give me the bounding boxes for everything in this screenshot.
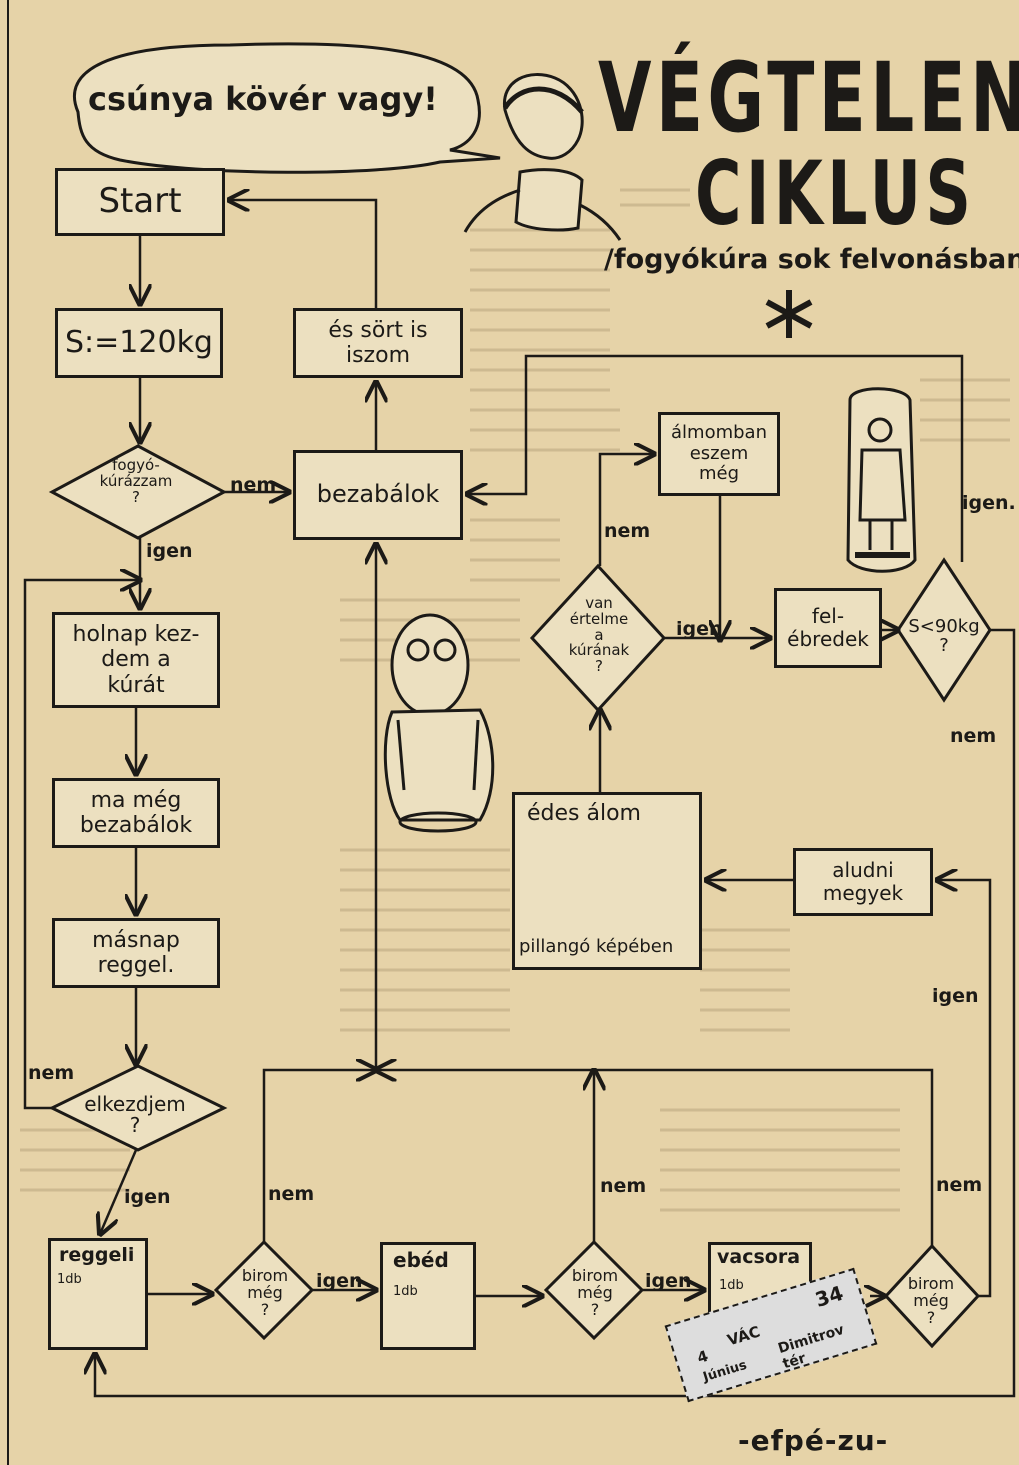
edge-s90-igen-up — [467, 354, 964, 562]
ticket-text-5: 34 — [812, 1280, 846, 1312]
asterisk-ornament — [765, 290, 813, 338]
decision-elkezdjem: elkezdjem ? — [84, 1092, 186, 1137]
chef-illustration — [383, 613, 495, 833]
title-line-1: VÉGTELEN — [598, 42, 1019, 154]
edge-label-igen-7: igen — [676, 618, 723, 640]
reggeli-label: reggeli — [59, 1244, 135, 1266]
edge-s90-nem-down — [95, 628, 1016, 1398]
edge-label-nem-7: nem — [604, 520, 651, 542]
vacsora-qty: 1db — [719, 1278, 744, 1293]
edge-label-nem-3: nem — [268, 1183, 315, 1205]
es-sort-box: és sört is iszom — [293, 308, 463, 378]
newsprint-background — [20, 188, 1010, 1212]
edge-label-nem-2: nem — [28, 1062, 75, 1084]
aludni-box: aludni megyek — [793, 848, 933, 916]
edge-label-nem-6: nem — [950, 725, 997, 747]
felebredek-box: fel- ébredek — [774, 588, 882, 668]
edge-elkezd-nem-loop — [23, 580, 140, 1110]
woman-illustration — [463, 73, 622, 241]
ebed-label: ebéd — [393, 1248, 449, 1272]
edge-label-igen-3: igen — [316, 1270, 363, 1292]
weight-init-box: S:=120kg — [55, 308, 223, 378]
diamond-s-less-90 — [896, 557, 992, 703]
edge-label-igen-5: igen — [932, 985, 979, 1007]
ma-meg-box: ma még bezabálok — [52, 778, 220, 848]
diamond-fogyokurazzam — [48, 444, 228, 540]
subtitle: /fogyókúra sok felvonásban/ — [604, 244, 1019, 275]
edge-label-nem-4: nem — [600, 1175, 647, 1197]
scale-illustration — [846, 387, 917, 573]
title-line-2: CIKLUS — [695, 142, 976, 245]
edes-alom-box: édes álom pillangó képében — [512, 792, 702, 970]
decision-van-ertelme: van értelme a kúrának ? — [568, 594, 630, 675]
decision-birom-2: birom még ? — [571, 1266, 619, 1319]
edge-label-nem-1: nem — [230, 474, 277, 496]
ebed-qty: 1db — [393, 1284, 418, 1299]
bezabalok-box: bezabálok — [293, 450, 463, 540]
edge-birom3-igen-to-aludni — [937, 880, 992, 1298]
reggeli-qty: 1db — [57, 1272, 82, 1287]
edge-label-igen-1: igen — [146, 540, 193, 562]
edge-label-igen-2: igen — [124, 1186, 171, 1208]
edge-label-nem-5: nem — [936, 1174, 983, 1196]
diamond-elkezdjem — [48, 1064, 228, 1152]
ebed-box: ebéd 1db — [380, 1242, 476, 1350]
diamond-birom3 — [883, 1243, 981, 1349]
speech-bubble — [72, 42, 501, 174]
reggeli-box: reggeli 1db — [48, 1238, 148, 1350]
edge-label-igen-4: igen — [645, 1270, 692, 1292]
vacsora-label: vacsora — [717, 1246, 801, 1268]
edge-es-sort-to-start — [229, 200, 378, 308]
masnap-box: másnap reggel. — [52, 918, 220, 988]
pillango-label: pillangó képében — [519, 936, 674, 957]
diamond-birom2 — [543, 1239, 645, 1341]
diamond-birom1 — [213, 1239, 315, 1341]
edge-van-nem-to-almom — [598, 454, 654, 566]
start-box: Start — [55, 168, 225, 236]
decision-s-less-90: S<90kg ? — [908, 616, 980, 656]
ticket-text-1: VÁC — [725, 1322, 763, 1350]
signature: -efpé-zu- — [738, 1424, 889, 1457]
speech-bubble-text: csúnya kövér vagy! — [88, 80, 438, 118]
edes-alom-label: édes álom — [527, 801, 641, 826]
decision-birom-3: birom még ? — [907, 1274, 955, 1327]
almomban-box: álmomban eszem még — [658, 412, 780, 496]
edge-label-igen-6: igen. — [962, 492, 1016, 514]
holnap-box: holnap kez- dem a kúrát — [52, 612, 220, 708]
edge-birom1-nem-up — [262, 1070, 376, 1242]
edge-birom3-nem-up — [376, 1070, 934, 1246]
decision-fogyokurazzam: fogyó- kúrázzam ? — [99, 456, 173, 506]
edge-elkezd-igen-to-reggeli — [100, 1149, 138, 1234]
decision-birom-1: birom még ? — [241, 1266, 289, 1319]
ticket-text-4: 4 — [695, 1346, 711, 1368]
